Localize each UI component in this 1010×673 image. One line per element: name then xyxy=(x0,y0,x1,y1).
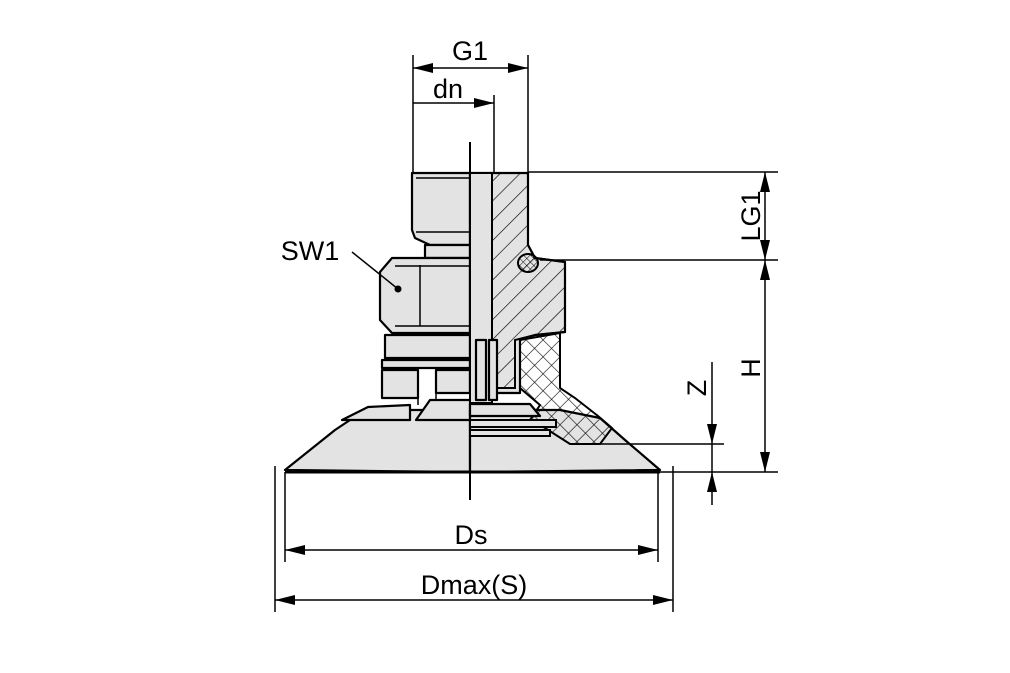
neck xyxy=(423,243,472,260)
exterior-view xyxy=(283,171,472,474)
dmax-label: Dmax(S) xyxy=(421,570,528,600)
thread-nipple xyxy=(410,171,472,247)
h-label: H xyxy=(736,358,766,378)
sw1-label: SW1 xyxy=(281,236,340,266)
section-view xyxy=(468,171,662,474)
z-label: Z xyxy=(682,380,712,397)
ds-label: Ds xyxy=(455,520,488,550)
lg1-label: LG1 xyxy=(736,190,766,241)
dimensions: G1 dn LG1 H Z SW1 Ds Dmax(S) xyxy=(274,36,778,612)
dn-label: dn xyxy=(433,74,463,104)
g1-label: G1 xyxy=(452,36,488,66)
o-ring xyxy=(517,253,539,273)
hex-nut xyxy=(378,256,472,335)
holder-collar xyxy=(383,333,472,360)
